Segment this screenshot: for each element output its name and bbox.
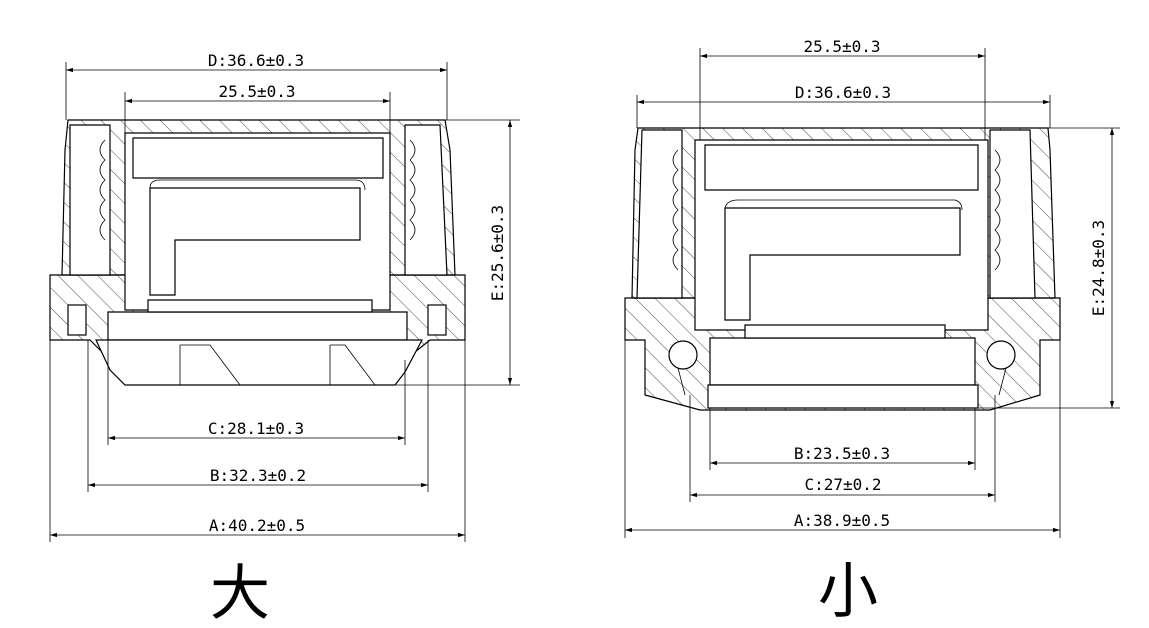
large-caption: 大 bbox=[210, 559, 270, 628]
large-dim-e: E:25.6±0.3 bbox=[488, 205, 507, 301]
small-dim-b: B:23.5±0.3 bbox=[794, 444, 890, 463]
small-dim-top: 25.5±0.3 bbox=[803, 37, 880, 56]
large-dim-a: A:40.2±0.5 bbox=[209, 516, 305, 535]
large-dim-top: 25.5±0.3 bbox=[218, 82, 295, 101]
large-dim-b: B:32.3±0.2 bbox=[210, 466, 306, 485]
small-dim-c: C:27±0.2 bbox=[804, 475, 881, 494]
large-dim-c: C:28.1±0.3 bbox=[208, 419, 304, 438]
large-dim-lines bbox=[49, 62, 520, 542]
small-dim-a: A:38.9±0.5 bbox=[794, 511, 890, 530]
small-dim-e: E:24.8±0.3 bbox=[1089, 220, 1108, 316]
large-dim-d: D:36.6±0.3 bbox=[208, 51, 304, 70]
small-cap-section bbox=[624, 127, 1061, 411]
small-caption: 小 bbox=[818, 557, 878, 627]
large-cap-section bbox=[49, 119, 466, 386]
small-dim-d: D:36.6±0.3 bbox=[795, 83, 891, 102]
small-dim-lines bbox=[624, 48, 1120, 538]
